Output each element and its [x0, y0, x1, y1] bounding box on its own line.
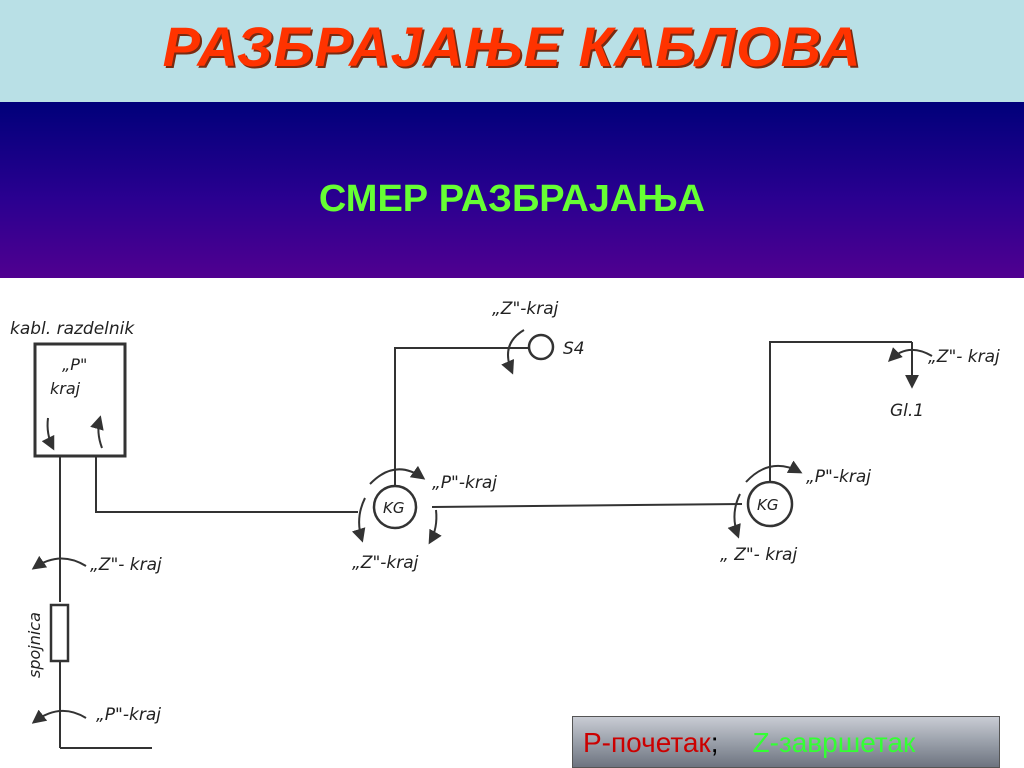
distributor-box	[33, 342, 127, 458]
slide-title: РАЗБРАЈАЊЕ КАБЛОВА	[162, 15, 862, 78]
title-band	[0, 0, 1024, 102]
gl1-z-label: „Z"- kraj	[928, 347, 1000, 367]
top-z-label: „Z"-kraj	[492, 299, 559, 319]
cable-kg1-kg2	[431, 503, 743, 508]
main-cable-line	[95, 456, 358, 513]
s4-label: S4	[563, 339, 585, 359]
kg1-p-label: „P"-kraj	[432, 473, 497, 493]
box-arrow-left	[41, 417, 55, 451]
kg2-left-arc	[727, 493, 741, 539]
kg1-left-arc	[351, 497, 366, 543]
kg2-p-label: „P"-kraj	[806, 467, 871, 487]
cable-diagram: kabl. razdelnik „P" kraj spojnica „Z"- k…	[10, 299, 1000, 749]
p-box-label: „P"	[62, 355, 87, 374]
kg1-z-label: „Z"-kraj	[352, 553, 419, 573]
kg2-z-label: „ Z"- kraj	[720, 545, 797, 565]
kg1-label: KG	[383, 499, 404, 517]
kg1-top-arc	[369, 465, 426, 485]
gl1-arc	[888, 347, 933, 362]
kg1-right-arc	[428, 509, 442, 545]
kg2-branch-line	[769, 341, 912, 482]
legend-separator: ;	[710, 727, 719, 758]
legend-p: P-почетак	[583, 727, 711, 758]
kg2-label: KG	[757, 496, 778, 514]
box-arrow-right	[90, 415, 104, 449]
s4-terminal	[527, 333, 555, 361]
kg1-circle	[372, 484, 418, 530]
left-z-arc	[31, 555, 87, 570]
legend-z: Z-завршетак	[752, 727, 916, 758]
slide-subtitle: СМЕР РАЗБРАЈАЊА	[318, 178, 706, 220]
splice-box	[49, 603, 70, 663]
left-p-label: „P"-kraj	[96, 705, 161, 725]
distributor-label: kabl. razdelnik	[10, 319, 135, 339]
s4-arc	[501, 329, 525, 375]
splice-label: spojnica	[25, 612, 44, 678]
gl1-label: Gl.1	[890, 401, 924, 421]
kg2-top-arc	[745, 460, 803, 483]
subtitle-band	[0, 102, 1024, 278]
left-z-label: „Z"- kraj	[90, 555, 162, 575]
left-p-arc	[31, 709, 87, 724]
legend: P-почетак; Z-завршетак	[572, 716, 1000, 768]
kg1-branch-line	[394, 347, 530, 485]
kraj-box-label: kraj	[50, 379, 81, 398]
kg2-circle	[746, 480, 794, 528]
